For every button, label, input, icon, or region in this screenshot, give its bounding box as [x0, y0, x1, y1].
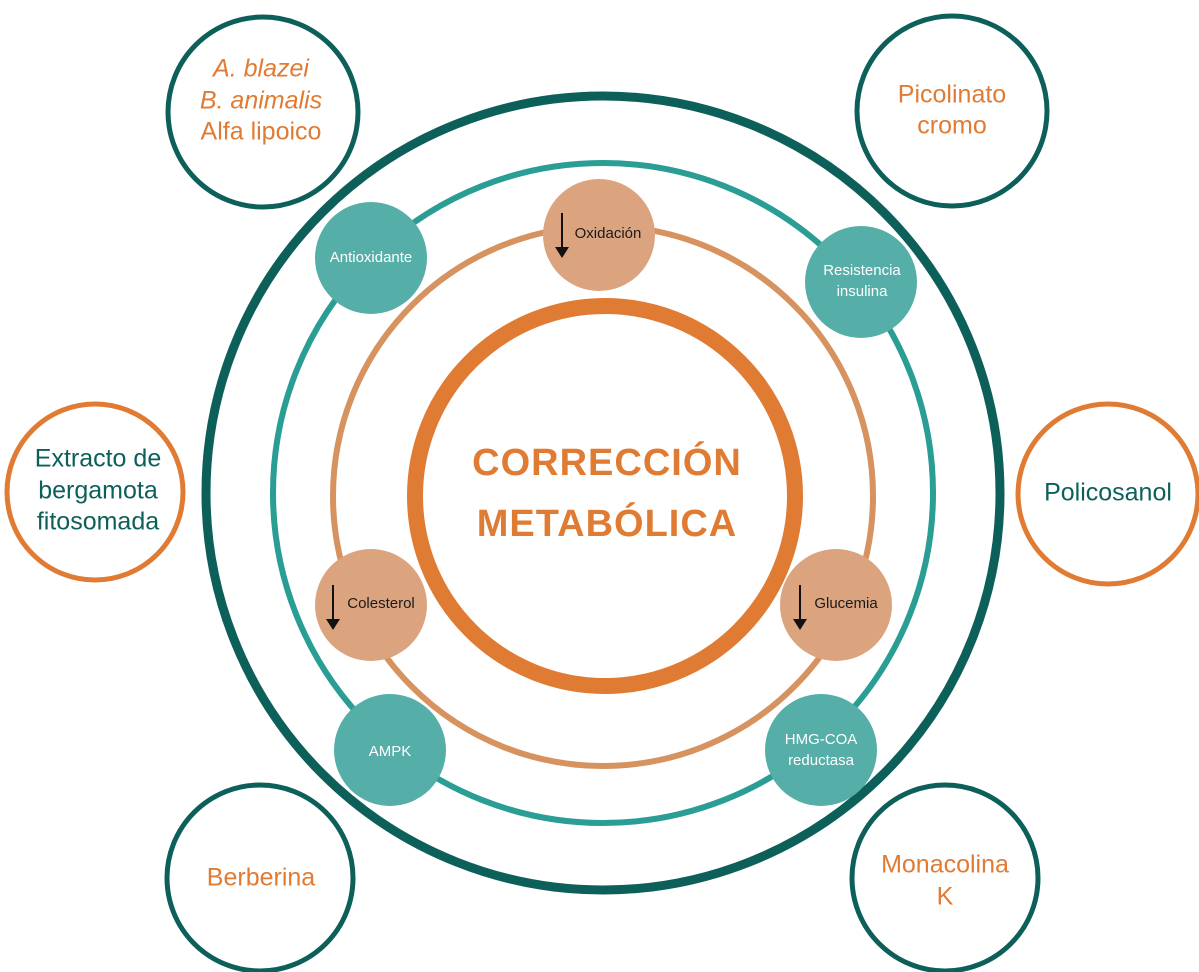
node-resistencia-line2: insulina	[837, 283, 889, 300]
node-colesterol: Colesterol	[315, 549, 427, 661]
down-arrow-icon	[326, 585, 340, 630]
outer-top-left-line1: A. blazei	[211, 55, 310, 83]
outer-top-left-line3: Alfa lipoico	[201, 118, 322, 146]
middle-ring	[270, 160, 936, 826]
outer-left-circle	[4, 401, 186, 583]
outer-bottom-right: Monacolina K	[849, 782, 1041, 972]
node-colesterol-circle	[315, 549, 427, 661]
outer-bottom-right-circle	[849, 782, 1041, 972]
node-antioxidante: Antioxidante	[315, 202, 427, 314]
node-hmg-coa-reductasa: HMG-COA reductasa	[765, 694, 877, 806]
node-antioxidante-label: Antioxidante	[330, 249, 413, 266]
node-colesterol-label: Colesterol	[347, 595, 415, 612]
node-ampk-label: AMPK	[369, 743, 412, 760]
node-ampk-circle	[334, 694, 446, 806]
node-resistencia-line1: Resistencia	[823, 262, 901, 279]
node-resistencia-circle	[805, 226, 917, 338]
outer-top-right: Picolinato cromo	[854, 13, 1050, 209]
node-oxidacion-label: Oxidación	[575, 225, 642, 242]
node-antioxidante-circle	[315, 202, 427, 314]
outer-bottom-right-line2: K	[937, 883, 954, 911]
outer-right-circle	[1015, 401, 1199, 587]
outer-top-left: A. blazei B. animalis Alfa lipoico	[165, 14, 361, 210]
center-ring	[407, 298, 803, 694]
outer-bottom-left-line1: Berberina	[207, 864, 315, 892]
down-arrow-icon	[555, 213, 569, 258]
outer-left: Extracto de bergamota fitosomada	[4, 401, 186, 583]
node-oxidacion-circle	[543, 179, 655, 291]
outer-bottom-left: Berberina	[164, 782, 356, 972]
center-title-line2: METABÓLICA	[477, 501, 738, 545]
down-arrow-icon	[793, 585, 807, 630]
node-ampk: AMPK	[334, 694, 446, 806]
outer-left-line1: Extracto de	[35, 445, 161, 473]
outer-top-right-circle	[854, 13, 1050, 209]
outer-bottom-left-circle	[164, 782, 356, 972]
outer-ring	[201, 91, 1005, 895]
outer-left-line2: bergamota	[38, 477, 158, 505]
node-hmg-line2: reductasa	[788, 752, 855, 769]
outer-right: Policosanol	[1015, 401, 1199, 587]
outer-top-right-line1: Picolinato	[898, 81, 1006, 109]
outer-right-line1: Policosanol	[1044, 479, 1172, 507]
outer-top-left-circle	[165, 14, 361, 210]
outer-left-line3: fitosomada	[37, 508, 159, 536]
node-oxidacion: Oxidación	[543, 179, 655, 291]
node-resistencia-insulina: Resistencia insulina	[805, 226, 917, 338]
node-hmg-line1: HMG-COA	[785, 731, 858, 748]
node-glucemia-circle	[780, 549, 892, 661]
node-hmg-circle	[765, 694, 877, 806]
node-glucemia: Glucemia	[780, 549, 892, 661]
outer-top-left-line2: B. animalis	[200, 87, 322, 115]
outer-bottom-right-line1: Monacolina	[881, 851, 1009, 879]
node-glucemia-label: Glucemia	[814, 595, 878, 612]
outer-top-right-line2: cromo	[917, 112, 986, 140]
center-title-line1: CORRECCIÓN	[472, 440, 742, 484]
